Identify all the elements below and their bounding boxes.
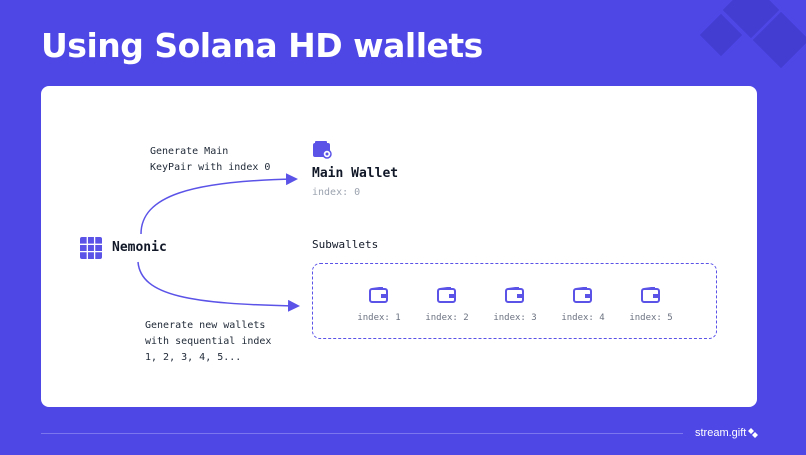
subwallet-index: index: 3 <box>493 313 537 323</box>
main-wallet-title: Main Wallet <box>312 166 399 181</box>
logo-icon <box>748 428 758 438</box>
subwallet-item: index: 3 <box>485 287 545 325</box>
subwallets-box: index: 1 index: 2 index: 3 <box>312 263 717 339</box>
page-title: Using Solana HD wallets <box>41 26 483 65</box>
subwallet-index: index: 5 <box>629 313 673 323</box>
diagram-card: Generate Main KeyPair with index 0 Main … <box>41 86 757 407</box>
arrow-to-subwallets <box>137 261 300 312</box>
wallet-icon <box>369 287 388 303</box>
logo-watermark-icon <box>699 0 806 69</box>
generate-main-label: Generate Main KeyPair with index 0 <box>150 146 271 173</box>
generate-new-label: Generate new wallets with sequential ind… <box>145 320 272 363</box>
subwallet-item: index: 4 <box>553 287 613 325</box>
grid-icon <box>80 237 102 259</box>
wallet-icon <box>313 141 332 159</box>
subwallet-index: index: 4 <box>561 313 605 323</box>
arrows <box>137 173 300 312</box>
subwallets-title: Subwallets <box>312 238 379 251</box>
subwallet-item: index: 5 <box>621 287 681 325</box>
nemonic-label: Nemonic <box>112 240 167 255</box>
footer-divider <box>41 433 683 434</box>
subwallet-item: index: 1 <box>349 287 409 325</box>
subwallet-item: index: 2 <box>417 287 477 325</box>
subwallet-index: index: 1 <box>357 313 401 323</box>
subwallet-index: index: 2 <box>425 313 469 323</box>
brand-name: stream.gift <box>695 427 747 439</box>
wallet-icon <box>573 287 592 303</box>
main-wallet-index: index: 0 <box>312 187 361 198</box>
arrow-to-main <box>140 173 298 235</box>
wallet-icon <box>505 287 524 303</box>
wallet-icon <box>437 287 456 303</box>
wallet-icon <box>641 287 660 303</box>
